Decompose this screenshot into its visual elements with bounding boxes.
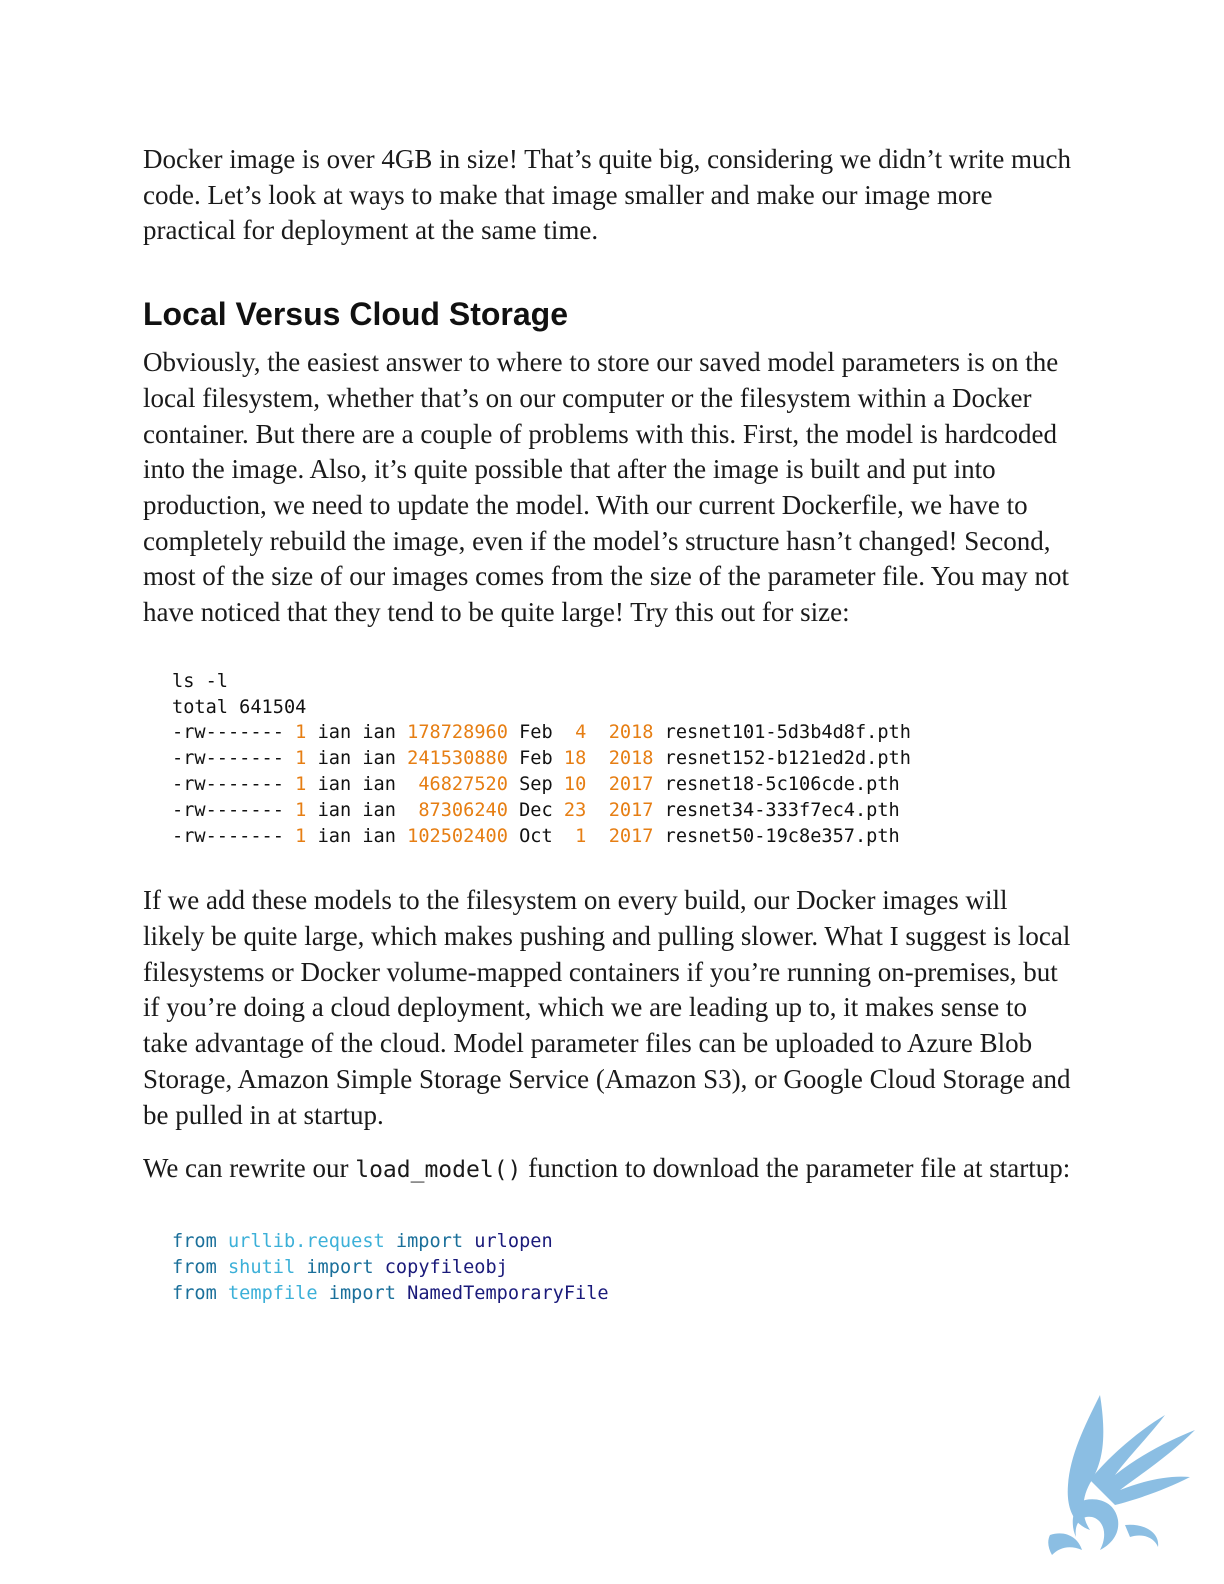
ls-row: -rw------- 1 ian ian 46827520 Sep 10 201…	[172, 773, 900, 795]
import-code-block: from urllib.request import urlopen from …	[172, 1229, 1073, 1306]
import-line: from tempfile import NamedTemporaryFile	[172, 1282, 609, 1304]
ls-row: -rw------- 1 ian ian 178728960 Feb 4 201…	[172, 722, 911, 744]
griffin-watermark-logo	[1048, 1395, 1195, 1555]
import-line: from shutil import copyfileobj	[172, 1256, 508, 1278]
page-content: Docker image is over 4GB in size! That’s…	[143, 142, 1073, 1306]
ls-row: -rw------- 1 ian ian 241530880 Feb 18 20…	[172, 748, 911, 770]
ls-row: -rw------- 1 ian ian 87306240 Dec 23 201…	[172, 799, 900, 821]
storage-paragraph: Obviously, the easiest answer to where t…	[143, 347, 1070, 628]
intro-paragraph: Docker image is over 4GB in size! That’s…	[143, 144, 1072, 246]
ls-row: -rw------- 1 ian ian 102502400 Oct 1 201…	[172, 825, 900, 847]
ls-total: total 641504	[172, 696, 307, 718]
ls-listing: ls -l total 641504 -rw------- 1 ian ian …	[172, 669, 1073, 850]
import-line: from urllib.request import urlopen	[172, 1230, 553, 1252]
cloud-paragraph: If we add these models to the filesystem…	[143, 885, 1071, 1130]
inline-code: load_model()	[355, 1157, 522, 1184]
rewrite-paragraph: We can rewrite our load_model() function…	[143, 1153, 1071, 1184]
ls-command: ls -l	[172, 670, 228, 692]
section-heading: Local Versus Cloud Storage	[143, 296, 568, 333]
